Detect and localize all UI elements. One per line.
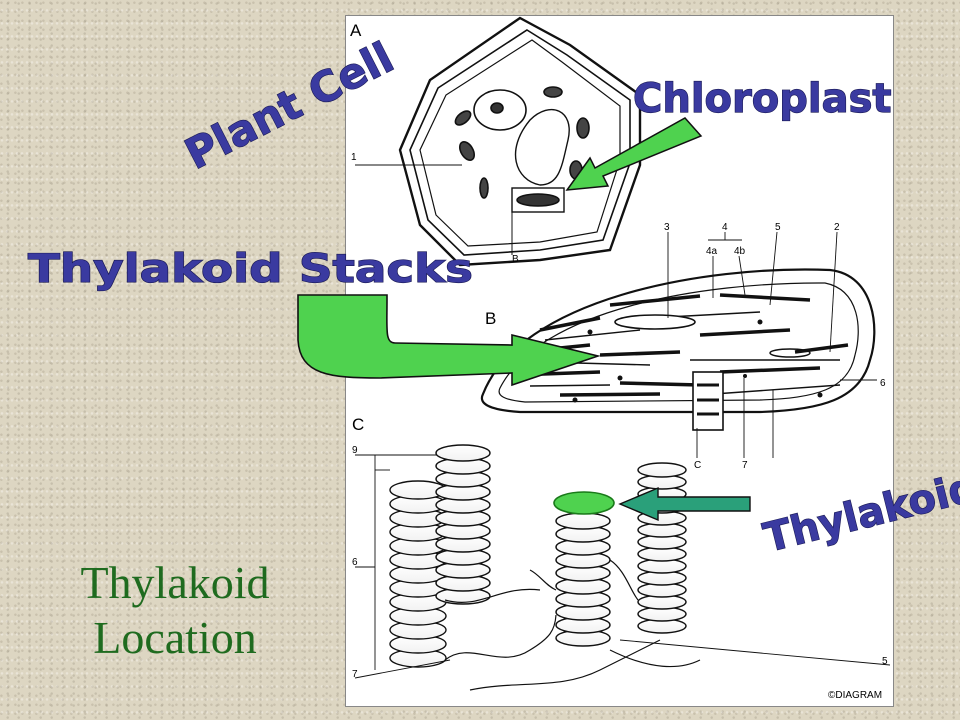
thylakoid-stacks-arrow <box>297 294 601 387</box>
label-c9: 9 <box>352 445 358 456</box>
stack-right <box>637 462 687 634</box>
caption: Thylakoid Location <box>35 555 315 665</box>
figure-labels: A 1 B B 3 4 4a 4b 5 2 6 C 7 C 9 6 7 5 ©D… <box>350 21 888 701</box>
grana-stacks-drawing <box>354 444 891 691</box>
chloroplast-drawing <box>480 231 877 458</box>
label-4: 4 <box>722 222 728 233</box>
label-1: 1 <box>351 152 357 163</box>
label-b-ref: B <box>512 254 519 265</box>
thylakoid-title: Thylakoid <box>759 464 960 561</box>
label-4a: 4a <box>706 246 718 257</box>
plant-cell-drawing <box>355 16 642 267</box>
section-a-label: A <box>350 21 362 40</box>
stack-middle <box>555 512 611 647</box>
stack-back <box>435 444 491 605</box>
label-3: 3 <box>664 222 670 233</box>
thylakoid-stacks-title: Thylakoid Stacks <box>28 247 473 292</box>
chloroplast-title: Chloroplast <box>633 76 892 122</box>
plant-cell-title: Plant Cell <box>177 33 401 179</box>
stack-left <box>389 480 447 668</box>
label-c6: 6 <box>352 557 358 568</box>
copyright-label: ©DIAGRAM <box>828 690 882 701</box>
caption-line-1: Thylakoid <box>80 557 270 608</box>
caption-line-2: Location <box>93 612 257 663</box>
label-7: 7 <box>742 460 748 471</box>
section-b-label: B <box>485 309 496 328</box>
label-c-ref: C <box>694 460 701 471</box>
highlighted-thylakoid <box>553 491 615 515</box>
label-5: 5 <box>775 222 781 233</box>
chloroplast-arrow <box>565 117 703 191</box>
label-6: 6 <box>880 378 886 389</box>
label-c5: 5 <box>882 656 888 667</box>
section-c-label: C <box>352 415 364 434</box>
thylakoid-arrow <box>618 486 751 522</box>
label-2: 2 <box>834 222 840 233</box>
label-c7: 7 <box>352 669 358 680</box>
label-4b: 4b <box>734 246 746 257</box>
